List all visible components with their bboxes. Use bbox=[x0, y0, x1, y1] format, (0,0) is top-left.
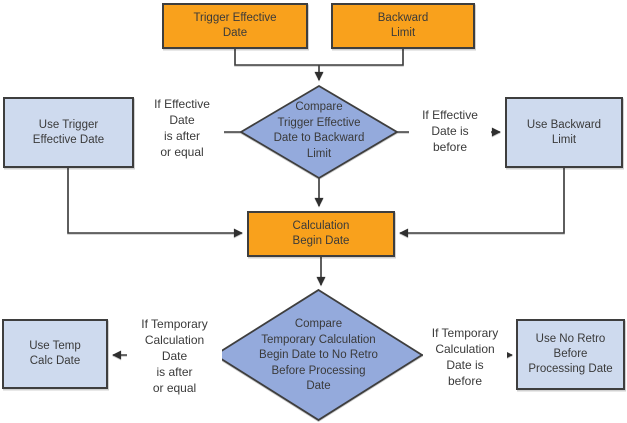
node-use-no-retro-before-processing-date: Use No Retro Before Processing Date bbox=[516, 319, 625, 390]
connector-usebackward-to-calc-arrow bbox=[399, 168, 565, 238]
edge-label-decision2-right: If Temporary Calculation Date is before bbox=[423, 324, 507, 390]
node-calculation-begin-date: Calculation Begin Date bbox=[247, 211, 395, 257]
decision-2-diamond bbox=[213, 288, 424, 422]
decision-1-diamond bbox=[239, 84, 399, 180]
node-use-trigger-effective-date: Use Trigger Effective Date bbox=[3, 97, 134, 168]
node-trigger-effective-date: Trigger Effective Date bbox=[162, 3, 308, 49]
node-use-backward-limit: Use Backward Limit bbox=[505, 97, 623, 168]
edge-label-decision1-right: If Effective Date is before bbox=[409, 106, 491, 156]
edge-label-decision1-left: If Effective Date is after or equal bbox=[140, 95, 224, 161]
node-backward-limit: Backward Limit bbox=[331, 3, 475, 49]
connector-top-join bbox=[234, 49, 404, 66]
edge-label-decision2-left: If Temporary Calculation Date is after o… bbox=[127, 315, 222, 397]
connector-usetrigger-to-calc-arrow bbox=[67, 168, 243, 238]
node-use-temp-calc-date: Use Temp Calc Date bbox=[2, 319, 108, 389]
